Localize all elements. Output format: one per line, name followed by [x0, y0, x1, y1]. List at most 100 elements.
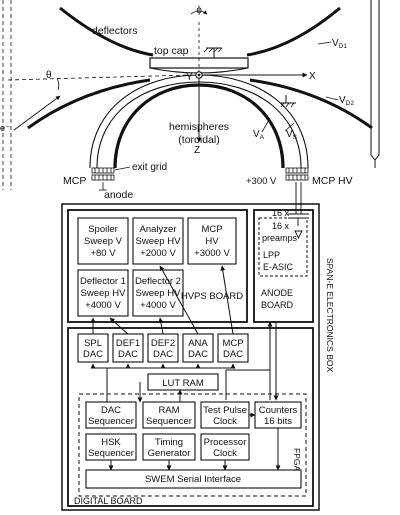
lpp-line2: E-ASIC [263, 262, 294, 272]
vs-label: VS [286, 129, 298, 141]
exit-grid-left [91, 167, 115, 191]
def2-dac-line1: DEF2 [151, 338, 175, 349]
toroidal-label: (toroidal) [178, 134, 219, 146]
lut-ram-box [147, 373, 219, 391]
timing-line1: Timing [155, 437, 183, 448]
swem-label: SWEM Serial Interface [145, 474, 241, 485]
dac-sequencer-box [85, 401, 137, 429]
analyzer-line3: +2000 V [140, 248, 176, 259]
timing-generator-box [142, 433, 196, 461]
top-left-deflector [59, 6, 154, 57]
fpga-label: FPGA [292, 448, 302, 471]
counters-line1: Counters [259, 405, 298, 416]
hemispheres-label: hemispheres [169, 121, 229, 133]
digital-board [67, 327, 314, 507]
counters-line2: 16 bits [264, 416, 292, 427]
exit-grid-right [285, 167, 309, 181]
def1-dac-line1: DEF1 [116, 338, 140, 349]
mcp-left-label: MCP [63, 175, 86, 187]
def1-dac-line2: DAC [118, 349, 138, 360]
mcp-hv-line2: HV [205, 236, 219, 247]
hsk-sequencer-box [85, 433, 137, 461]
hsk-seq-line2: Sequencer [88, 448, 134, 459]
x16-preamps-line2: preamps [262, 233, 298, 243]
def2-dac-line2: DAC [153, 349, 173, 360]
z-axis-label: Z [194, 145, 200, 156]
dac-seq-line2: Sequencer [88, 416, 134, 427]
spl-dac-line2: DAC [83, 349, 103, 360]
preamp-triangle-icon [294, 230, 303, 240]
lut-ram-label: LUT RAM [162, 378, 204, 389]
deflector1-sweep-box [77, 269, 129, 317]
hvps-board-label: HVPS BOARD [181, 291, 243, 302]
mcp-hv-box [187, 217, 237, 265]
theta-label: θ [46, 70, 52, 81]
analyzer-sweep-box [132, 217, 184, 265]
mcp-dac-box [217, 333, 249, 363]
y-axis-label: Y [186, 72, 193, 83]
fpga-region [78, 393, 307, 497]
def2-line3: +4000 V [140, 300, 176, 311]
ana-dac-line1: ANA [188, 338, 208, 349]
spl-dac-line1: SPL [84, 338, 102, 349]
test-pulse-line1: Test Pulse [203, 405, 247, 416]
vd2-label: VD2 [339, 95, 354, 107]
def2-line2: Sweep HV [136, 288, 182, 299]
ana-dac-line2: DAC [188, 349, 208, 360]
hsk-seq-line1: HSK [101, 437, 121, 448]
va-label: VA [253, 129, 265, 141]
mcp-hv-label: MCP HV [312, 175, 353, 187]
deflectors-label: deflectors [92, 25, 138, 37]
mcp-hv-line1: MCP [201, 224, 222, 235]
exit-grid-label: exit grid [132, 162, 167, 173]
anode-board-line2: BOARD [261, 300, 294, 310]
hvps-board [67, 209, 248, 323]
ram-seq-line2: Sequencer [146, 416, 192, 427]
bottom-left-deflector [27, 78, 151, 130]
lpp-region [258, 217, 308, 277]
electronics-box-label: SPAN-E ELECTRONICS BOX [325, 258, 335, 372]
hv-300-label: +300 V [246, 176, 277, 187]
def2-dac-box [147, 333, 179, 363]
processor-line2: Clock [213, 448, 237, 459]
spl-dac-box [77, 333, 109, 363]
spoiler-line2: Sweep V [84, 236, 123, 247]
spoiler-line1: Spoiler [88, 224, 118, 235]
x16-preamps-line1: 16 x [272, 221, 290, 231]
electron-label: e⁻ [0, 123, 10, 134]
processor-clock-box [200, 433, 250, 461]
bottom-right-deflector [249, 78, 373, 130]
analyzer-line2: Sweep HV [136, 236, 182, 247]
electronics-box [61, 203, 320, 511]
spoiler-line3: +80 V [90, 248, 116, 259]
def1-dac-box [112, 333, 144, 363]
outer-hemisphere [89, 74, 200, 169]
def1-line3: +4000 V [85, 300, 121, 311]
ram-seq-line1: RAM [158, 405, 179, 416]
def1-line1: Deflector 1 [80, 276, 126, 287]
anode-label: anode [104, 189, 133, 201]
top-right-deflector [246, 6, 341, 57]
mcp-hv-line3: +3000 V [194, 248, 230, 259]
phi-label: ϕ [196, 5, 202, 16]
lpp-line1: LPP [263, 250, 280, 260]
anode-board-line1: ANODE [261, 288, 293, 298]
x16-top-label: 16 x [272, 208, 290, 218]
optics-section [2, 0, 380, 226]
ram-sequencer-box [142, 401, 196, 429]
def1-line2: Sweep HV [81, 288, 127, 299]
mcp-dac-line1: MCP [222, 338, 243, 349]
x-axis-label: X [309, 71, 316, 82]
test-pulse-line2: Clock [213, 416, 237, 427]
anode-board-frame [253, 209, 314, 323]
dac-seq-line1: DAC [101, 405, 121, 416]
swem-interface-box [85, 469, 302, 489]
processor-line1: Processor [204, 437, 247, 448]
analyzer-line1: Analyzer [140, 224, 177, 235]
top-cap-label: top cap [154, 45, 189, 57]
mcp-dac-line2: DAC [223, 349, 243, 360]
digital-board-label: DIGITAL BOARD [74, 496, 143, 506]
vd1-label: VD1 [332, 38, 347, 50]
def2-line1: Deflector 2 [135, 276, 181, 287]
